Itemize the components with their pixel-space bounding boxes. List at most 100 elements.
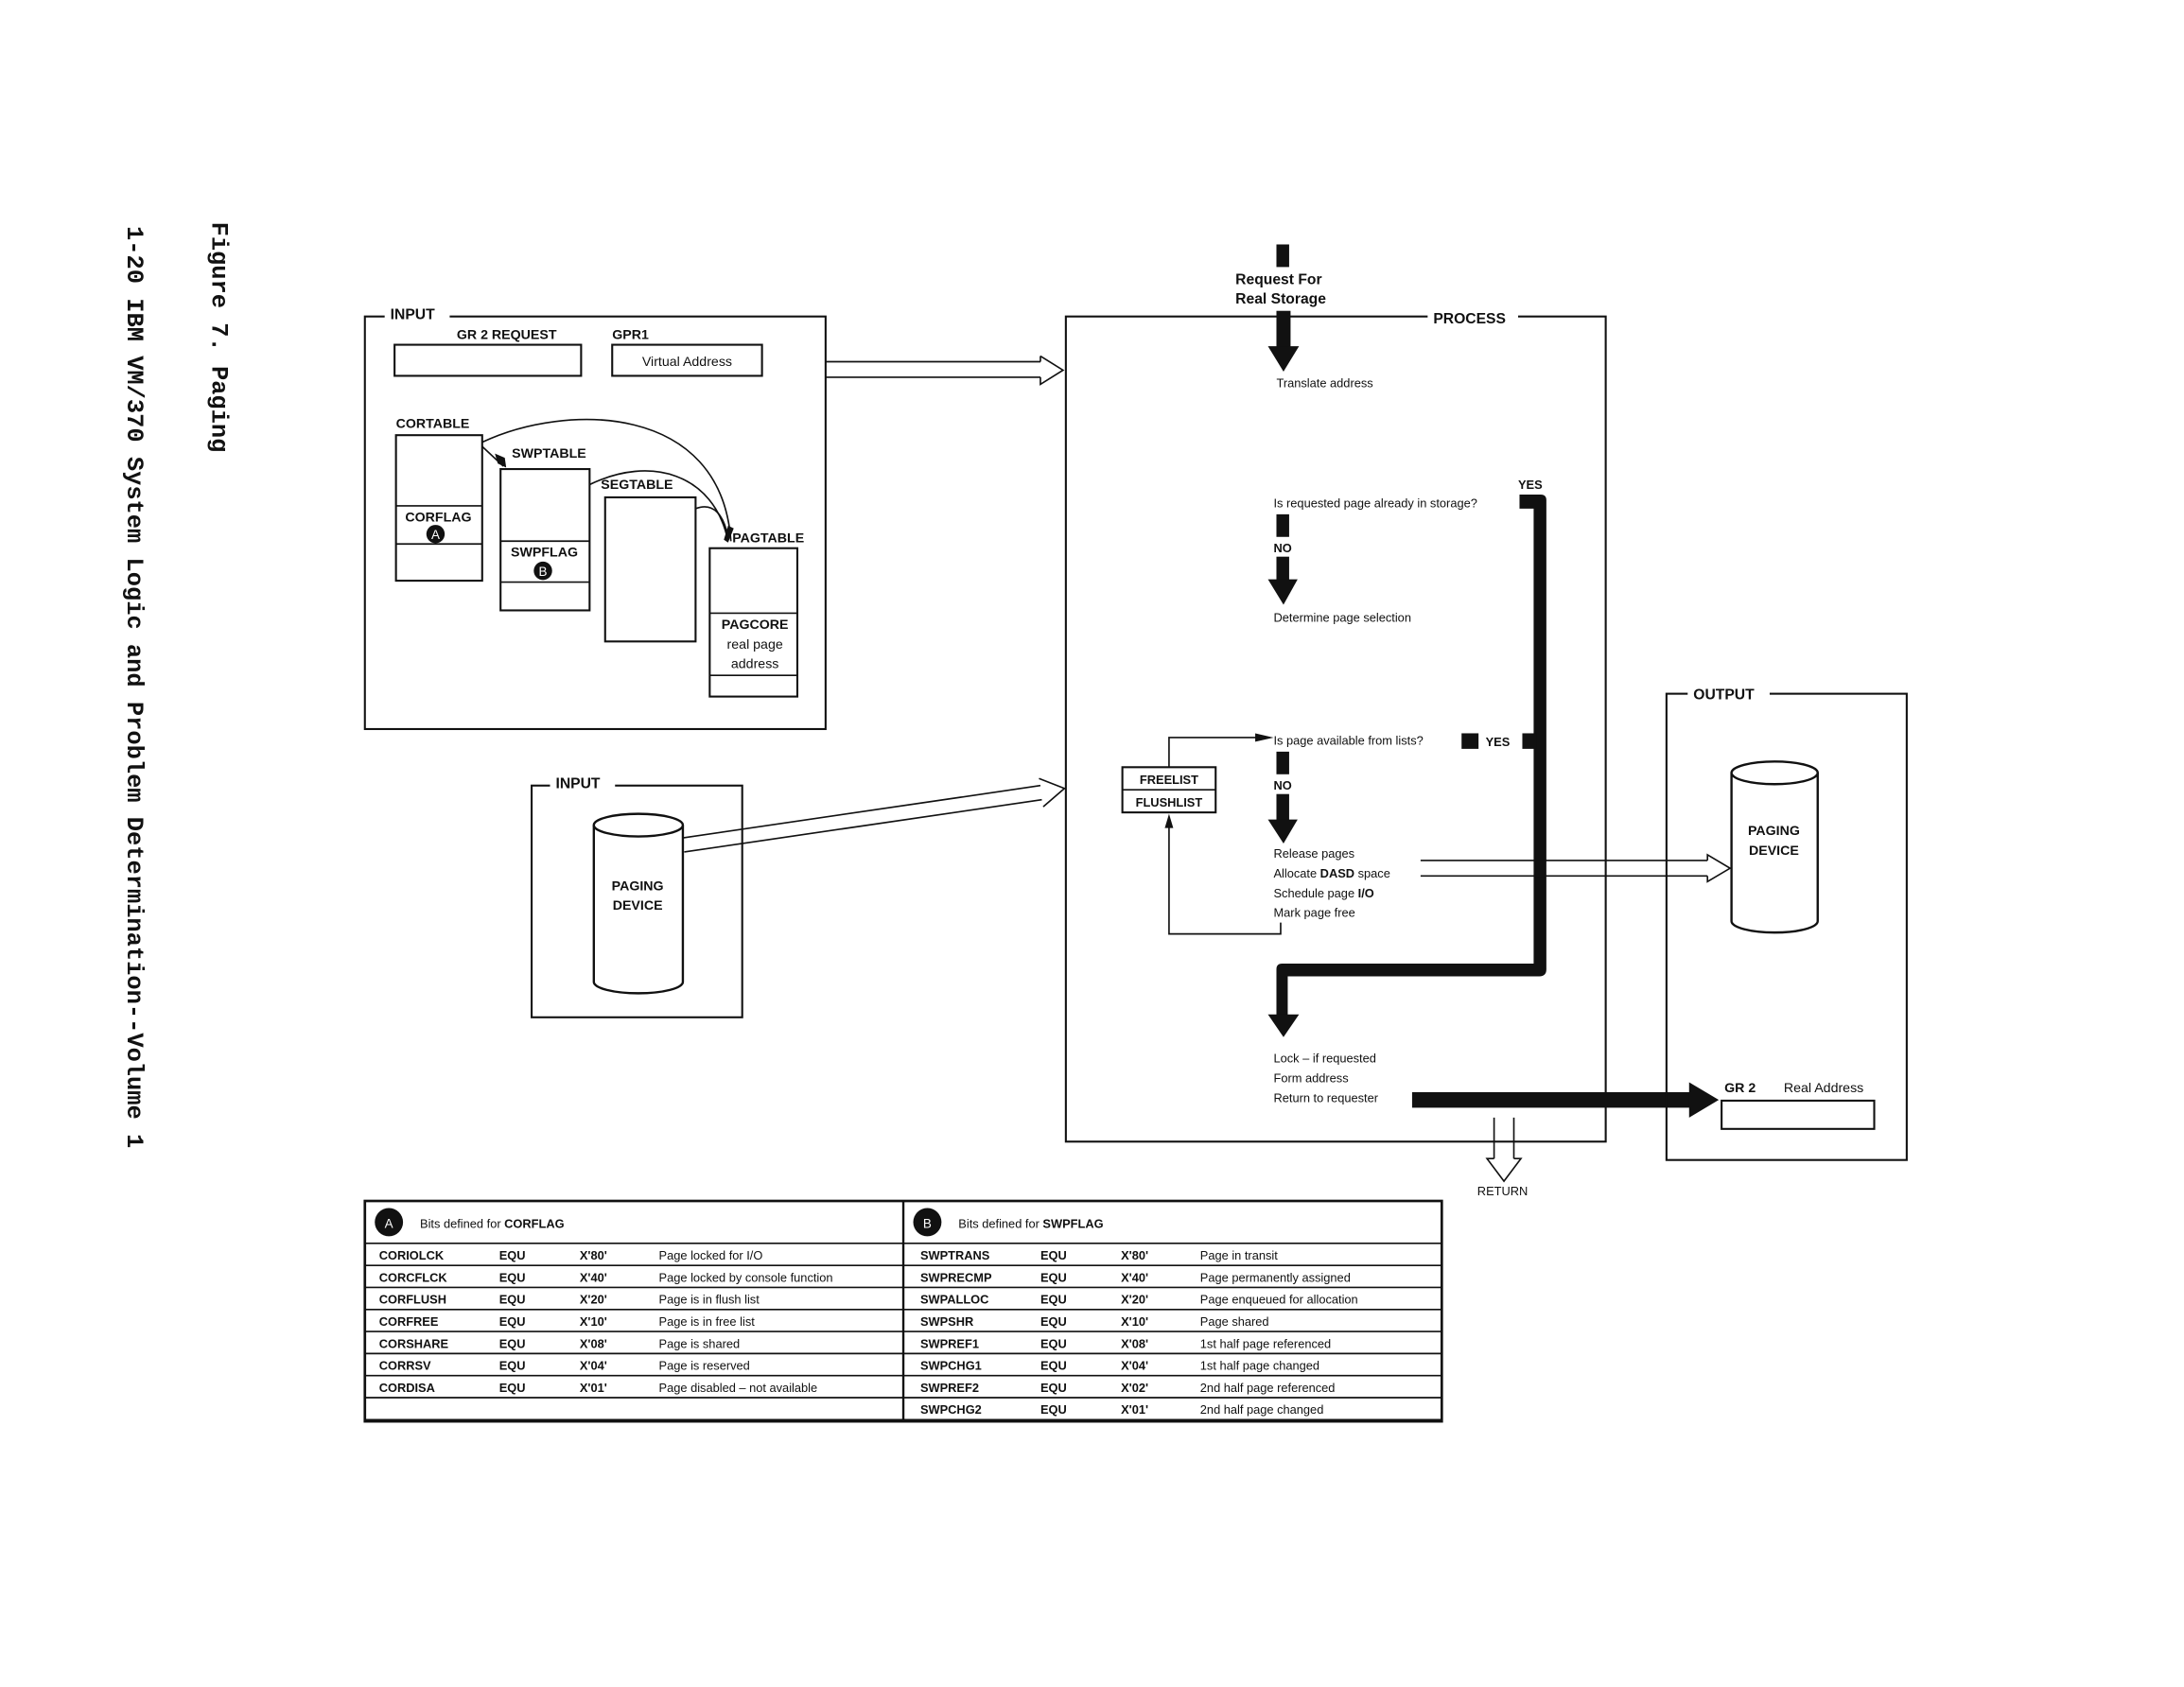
field-value: X'20' [580, 1293, 607, 1307]
input-device-box: INPUT PAGING DEVICE [531, 774, 743, 1018]
corflag-label: CORFLAG [405, 510, 471, 525]
field-name: SWPALLOC [920, 1293, 988, 1307]
field-name: CORCFLCK [379, 1270, 448, 1284]
field-value: X'02' [1121, 1381, 1148, 1395]
schedule-step: Schedule page I/O [1273, 886, 1373, 900]
field-description: Page enqueued for allocation [1200, 1293, 1358, 1307]
bit-definition-tables: A Bits defined for CORFLAG B Bits define… [363, 1199, 1443, 1423]
figure-caption: Figure 7. Paging [204, 222, 232, 453]
input-storage-box: INPUT GR 2 REQUEST GPR1 Virtual Address … [363, 304, 827, 731]
field-op: EQU [1040, 1248, 1067, 1262]
pagtable [708, 547, 799, 698]
question-in-storage: Is requested page already in storage? [1273, 496, 1476, 510]
request-label-2: Real Storage [1235, 291, 1326, 307]
field-description: Page in transit [1200, 1248, 1278, 1262]
field-description: 2nd half page referenced [1200, 1381, 1336, 1395]
field-value: X'40' [1121, 1270, 1148, 1284]
field-op: EQU [1040, 1314, 1067, 1329]
gpr1-field [611, 343, 763, 377]
swpflag-label: SWPFLAG [511, 546, 578, 561]
field-name: CORSHARE [379, 1336, 449, 1350]
field-name: SWPREF1 [920, 1336, 979, 1350]
field-value: X'04' [1121, 1359, 1148, 1373]
field-op: EQU [499, 1359, 526, 1373]
output-title: OUTPUT [1693, 687, 1755, 704]
marker-a-icon [375, 1208, 404, 1237]
field-name: CORFREE [379, 1314, 439, 1329]
field-description: Page is in free list [659, 1314, 756, 1329]
no-label-2: NO [1273, 778, 1291, 792]
request-label-1: Request For [1235, 271, 1321, 287]
field-value: X'04' [580, 1359, 607, 1373]
marker-b-letter: B [923, 1216, 932, 1230]
gpr1-label: GPR1 [612, 328, 649, 343]
input-device-label-1: PAGING [612, 878, 664, 894]
field-op: EQU [1040, 1270, 1067, 1284]
swpflag-table-caption: Bits defined for SWPFLAG [958, 1216, 1103, 1230]
return-requester-step: Return to requester [1273, 1090, 1378, 1104]
freelist-label: FREELIST [1140, 773, 1198, 787]
yes-label-2: YES [1486, 735, 1511, 749]
field-value: X'10' [580, 1314, 607, 1329]
field-description: Page permanently assigned [1200, 1270, 1351, 1284]
output-paging-device-cylinder [1730, 760, 1819, 934]
gpr1-value: Virtual Address [642, 355, 732, 370]
field-description: 2nd half page changed [1200, 1402, 1324, 1417]
marker-b-icon [913, 1208, 942, 1237]
segtable [603, 496, 697, 643]
running-footer: 1-20 IBM VM/370 System Logic and Problem… [120, 226, 148, 1148]
output-device-label-1: PAGING [1748, 824, 1800, 839]
field-description: Page disabled – not available [659, 1381, 818, 1395]
field-name: SWPREF2 [920, 1381, 979, 1395]
field-description: Page is shared [659, 1336, 741, 1350]
field-value: X'08' [1121, 1336, 1148, 1350]
cortable [394, 434, 483, 583]
field-description: Page is in flush list [659, 1293, 760, 1307]
no-label-1: NO [1273, 541, 1291, 555]
right-arrow-icon [1688, 1082, 1720, 1118]
cortable-label: CORTABLE [396, 417, 470, 432]
input-device-label-2: DEVICE [613, 898, 663, 913]
field-value: X'80' [580, 1248, 607, 1262]
hollow-arrow-device-to-process [682, 777, 1066, 853]
field-description: Page shared [1200, 1314, 1269, 1329]
field-description: Page is reserved [659, 1359, 750, 1373]
field-description: 1st half page referenced [1200, 1336, 1331, 1350]
gr2-request-field [393, 343, 583, 377]
lock-step: Lock – if requested [1273, 1052, 1375, 1066]
pagtable-label: PAGTABLE [732, 531, 804, 547]
hollow-arrow-input-to-process [825, 355, 1065, 386]
field-op: EQU [499, 1381, 526, 1395]
field-value: X'08' [580, 1336, 607, 1350]
field-name: SWPTRANS [920, 1248, 990, 1262]
field-name: SWPRECMP [920, 1270, 992, 1284]
process-title: PROCESS [1433, 311, 1506, 327]
yes-path-bar [1276, 494, 1546, 1017]
field-name: CORDISA [379, 1381, 435, 1395]
output-gr2-value: Real Address [1784, 1081, 1863, 1096]
field-description: 1st half page changed [1200, 1359, 1319, 1373]
input-paging-device-cylinder [592, 812, 685, 995]
field-value: X'10' [1121, 1314, 1148, 1329]
translate-step: Translate address [1276, 375, 1372, 390]
output-gr2-label: GR 2 [1724, 1081, 1756, 1096]
segtable-label: SEGTABLE [601, 478, 673, 493]
yes-label-1: YES [1518, 478, 1543, 492]
marker-b-letter: B [539, 565, 548, 579]
field-op: EQU [499, 1270, 526, 1284]
pagcore-label: PAGCORE [722, 617, 789, 633]
